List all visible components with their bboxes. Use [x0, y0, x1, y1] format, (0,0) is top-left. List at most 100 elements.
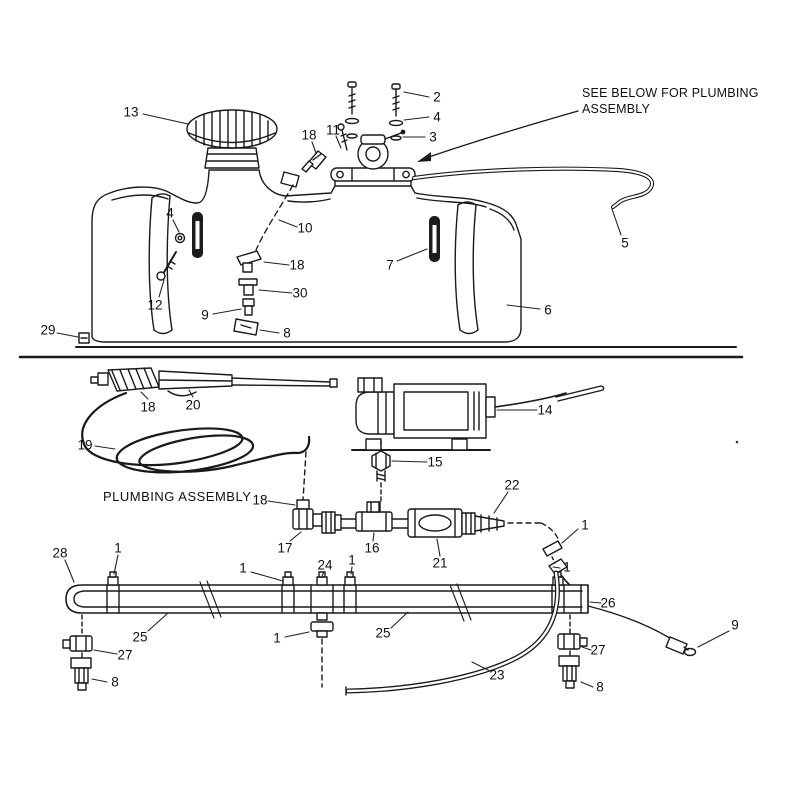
part-number-label: 22 [504, 477, 520, 493]
callout-leader-line [250, 571, 284, 582]
callout-leader-line [64, 559, 75, 583]
callout-leader-line [140, 391, 149, 400]
see-below-note: SEE BELOW FOR PLUMBING ASSEMBLY [582, 86, 759, 117]
part-number-label: 8 [596, 679, 604, 695]
nozzle-drop-left [62, 614, 93, 691]
part-number-label: 23 [489, 667, 505, 683]
part-number-label: 28 [52, 545, 68, 561]
part-number-label: 29 [40, 322, 56, 338]
callout-leader-line [311, 141, 317, 154]
callout-leader-line [390, 611, 409, 629]
part-number-label: 24 [317, 557, 333, 573]
part-number-label: 12 [147, 297, 163, 313]
callout-leader-line [147, 612, 169, 632]
part-number-label: 18 [301, 127, 317, 143]
part-number-label: 3 [429, 129, 437, 145]
callout-leader-line [278, 219, 298, 228]
part-number-label: 27 [117, 647, 133, 663]
part-number-label: 13 [123, 104, 139, 120]
tank-internal-hose [255, 171, 300, 251]
handgun-nozzle [587, 605, 697, 657]
callout-leader-line [350, 566, 353, 575]
callout-leader-line [158, 279, 165, 298]
part-number-label: 1 [273, 630, 281, 646]
callout-leader-line [403, 91, 430, 98]
part-number-label: 20 [185, 397, 201, 413]
pump-outlet-fitting [371, 440, 391, 503]
tee-assembly [292, 499, 582, 595]
part-number-label: 1 [239, 560, 247, 576]
callout-leader-line [396, 248, 428, 262]
part-number-label: 1 [581, 517, 589, 533]
part-number-label: 8 [283, 325, 291, 341]
tank-body [78, 169, 522, 344]
callout-leader-line [552, 566, 561, 569]
callout-leader-line [289, 531, 302, 542]
callout-leader-line [321, 571, 325, 577]
callout-leader-line [93, 649, 118, 655]
callout-leader-line [611, 208, 622, 236]
part-number-label: 26 [600, 595, 616, 611]
part-number-label: 15 [427, 454, 443, 470]
callout-leader-line [172, 219, 180, 233]
part-number-label: 25 [375, 625, 391, 641]
boom [65, 571, 589, 688]
see-below-arrow [417, 110, 579, 162]
part-number-label: 11 [325, 122, 341, 138]
callout-leader-line [580, 681, 594, 688]
callout-leader-line [94, 445, 116, 450]
callout-leader-line [259, 329, 280, 334]
part-number-label: 1 [348, 552, 356, 568]
callout-leader-line [581, 646, 592, 651]
plumbing-assembly-label: PLUMBING ASSEMBLY [103, 489, 252, 504]
part-number-label: 4 [433, 109, 441, 125]
callout-leader-line [493, 491, 509, 514]
hose-coil [81, 391, 311, 501]
callout-leader-line [561, 528, 579, 544]
part-number-label: 18 [140, 399, 156, 415]
part-number-label: 14 [537, 402, 553, 418]
callout-leader-line [436, 538, 441, 557]
part-number-label: 18 [289, 257, 305, 273]
part-number-label: 1 [563, 559, 571, 575]
part-number-label: 16 [364, 540, 380, 556]
tank-cap [186, 109, 278, 169]
callout-leader-line [403, 116, 430, 121]
callout-leader-line [471, 661, 491, 672]
valve-assembly [330, 129, 416, 187]
callout-leader-line [506, 304, 541, 310]
callout-leader-line [284, 631, 310, 638]
callout-leader-line [697, 630, 730, 648]
part-number-label: 18 [252, 492, 268, 508]
callout-leader-line [188, 389, 194, 398]
part-number-label: 6 [544, 302, 552, 318]
nozzle-drop-right [557, 614, 588, 689]
callout-leader-line [91, 678, 108, 683]
callout-leader-line [391, 460, 428, 463]
mounting-bolts [301, 81, 404, 173]
part-number-label: 1 [114, 540, 122, 556]
callout-leader-line [267, 500, 296, 506]
callout-leader-line [335, 135, 342, 149]
drain-assembly [156, 232, 262, 336]
part-number-label: 25 [132, 629, 148, 645]
leader-lines [56, 91, 730, 688]
scan-speck [735, 440, 739, 444]
part-number-label: 7 [386, 257, 394, 273]
pump [351, 377, 605, 451]
part-number-label: 27 [590, 642, 606, 658]
callout-leader-line [372, 532, 375, 542]
part-number-label: 30 [292, 285, 308, 301]
part-number-label: 8 [111, 674, 119, 690]
part-number-label: 17 [277, 540, 293, 556]
callout-leader-line [142, 113, 189, 125]
callout-leader-line [589, 601, 602, 604]
callout-leader-line [212, 308, 242, 315]
callout-leader-line [258, 289, 293, 294]
part-number-label: 4 [166, 205, 174, 221]
pickup-tube [411, 166, 654, 210]
callout-leader-line [263, 261, 290, 266]
part-number-label: 21 [432, 555, 448, 571]
